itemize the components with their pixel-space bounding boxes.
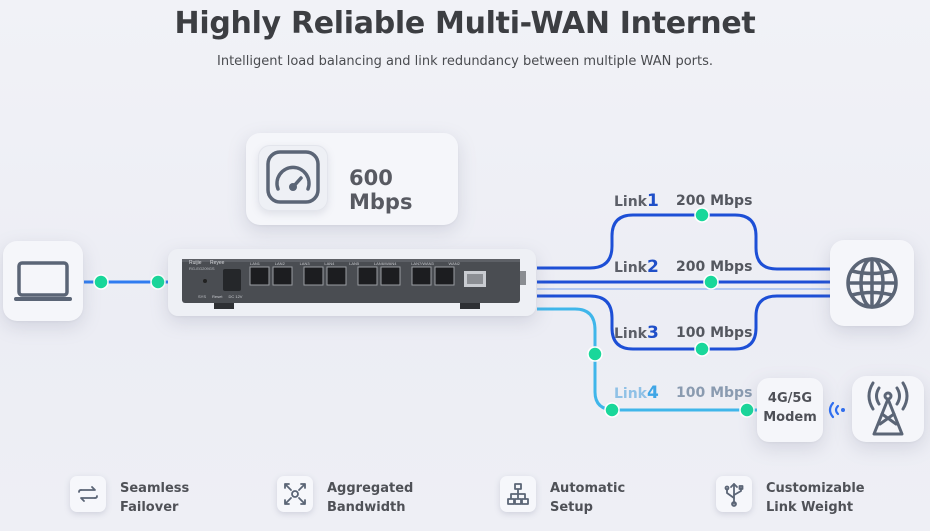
router-brand: Ruijie <box>189 260 202 266</box>
port-label: WAN2 <box>448 261 460 266</box>
node-dot <box>604 402 620 418</box>
laptop-icon <box>14 261 72 301</box>
modem-line2: Modem <box>763 410 817 425</box>
feature-line2: Link Weight <box>766 500 854 515</box>
link3-line <box>537 294 832 351</box>
link3-speed: 100 Mbps <box>676 325 753 341</box>
port-label: LAN3 <box>299 261 310 266</box>
page-title: Highly Reliable Multi-WAN Internet <box>174 6 756 41</box>
internet-card <box>830 240 914 326</box>
swap-arrows-icon <box>70 476 106 512</box>
router-model: RG-EG209GS <box>189 266 215 271</box>
feature-label: Aggregated Bandwidth <box>327 479 447 517</box>
speedometer-icon <box>258 145 328 211</box>
laptop-card <box>3 241 83 321</box>
port-labels: LAN1 LAN2 LAN3 LAN4 LAN5 LAN6/WAN4 LAN7/… <box>250 261 460 266</box>
feature-line1: Aggregated <box>327 481 414 496</box>
hierarchy-icon <box>500 476 536 512</box>
link-prefix: Link <box>614 260 647 276</box>
link-prefix: Link <box>614 386 647 402</box>
page-subtitle: Intelligent load balancing and link redu… <box>217 54 713 69</box>
link1-speed: 200 Mbps <box>676 193 753 209</box>
port-label: LAN1 <box>250 261 261 266</box>
router-device: Ruijie Reyee RG-EG209GS LAN1 LAN2 LAN3 L… <box>168 249 536 316</box>
router-lower-labels: SYS Reset DC 12V <box>198 294 242 299</box>
router-illustration <box>182 259 526 309</box>
feature-line1: Seamless <box>120 481 190 496</box>
link2-speed: 200 Mbps <box>676 259 753 275</box>
link-number: 4 <box>647 383 659 403</box>
link3-label: Link3 <box>614 323 659 343</box>
feature-line2: Bandwidth <box>327 500 406 515</box>
wireless-signal-icon <box>828 401 845 419</box>
node-dot <box>694 341 710 357</box>
link-prefix: Link <box>614 194 647 210</box>
link2-label: Link2 <box>614 257 659 277</box>
link4-label: Link4 <box>614 383 659 403</box>
node-dot <box>703 274 719 290</box>
node-dot <box>739 402 755 418</box>
feature-line2: Setup <box>550 500 593 515</box>
link1-line <box>537 213 832 271</box>
port-label: LAN6/WAN4 <box>373 261 397 266</box>
link-number: 2 <box>647 257 659 277</box>
port-label: LAN2 <box>274 261 285 266</box>
port-label: LAN7/WAN3 <box>411 261 434 266</box>
feature-label: Seamless Failover <box>120 479 240 517</box>
node-dot <box>694 207 710 223</box>
throughput-value: 600 Mbps <box>349 166 413 214</box>
link-prefix: Link <box>614 326 647 342</box>
feature-label: Automatic Setup <box>550 479 670 517</box>
feature-label: Customizable Link Weight <box>766 479 886 517</box>
router-series: Reyee <box>210 260 225 266</box>
node-dot <box>93 274 109 290</box>
cell-tower-card <box>852 376 924 442</box>
globe-icon <box>846 257 898 309</box>
node-dot <box>587 346 603 362</box>
link4-speed: 100 Mbps <box>676 385 753 401</box>
modem-card: 4G/5G Modem <box>757 378 823 442</box>
sys-label: SYS <box>198 294 207 299</box>
throughput-card: 600 Mbps <box>246 133 458 225</box>
modem-label: 4G/5G Modem <box>757 389 823 427</box>
feature-line2: Failover <box>120 500 179 515</box>
power-label: DC 12V <box>228 294 243 299</box>
aggregate-arrows-icon <box>277 476 313 512</box>
node-dot <box>150 274 166 290</box>
link-number: 3 <box>647 323 659 343</box>
usb-branch-icon <box>716 476 752 512</box>
modem-line1: 4G/5G <box>767 391 813 406</box>
link-number: 1 <box>647 191 659 211</box>
port-label: LAN5 <box>349 261 360 266</box>
cell-tower-icon <box>867 381 909 436</box>
link1-label: Link1 <box>614 191 659 211</box>
feature-line1: Customizable <box>766 481 865 496</box>
port-label: LAN4 <box>324 261 335 266</box>
feature-line1: Automatic <box>550 481 626 496</box>
reset-label: Reset <box>212 294 223 299</box>
